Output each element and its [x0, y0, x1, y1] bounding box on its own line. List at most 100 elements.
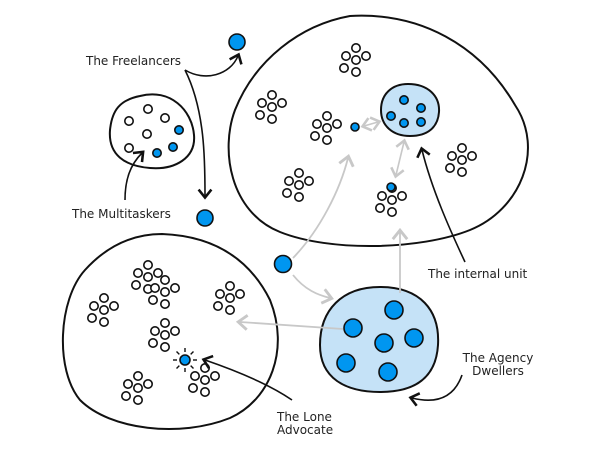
person-dot: [160, 298, 171, 309]
freelancers-arrow-down: [184, 69, 213, 200]
sparkle-ray: [176, 365, 180, 369]
person-dot: [148, 337, 159, 348]
person-dot: [396, 191, 407, 202]
internal-member-dot: [386, 182, 396, 192]
person-dot: [350, 42, 361, 53]
freelancer-dot: [228, 33, 246, 51]
person-dot: [311, 119, 322, 130]
person-dot: [350, 54, 361, 65]
person-dot: [456, 143, 467, 154]
lone-advocate-dot: [179, 354, 191, 366]
person-dot: [170, 325, 181, 336]
sparkle-ray: [190, 365, 194, 369]
person-dot: [121, 390, 132, 401]
label-agency-dwellers: The Agency Dwellers: [458, 352, 538, 378]
person-dot: [303, 176, 314, 187]
person-dot: [87, 312, 98, 323]
gray-arrow-agency-left: [235, 314, 344, 331]
multitasker-dot: [168, 142, 179, 153]
person-dot: [133, 382, 144, 393]
internal-unit-dot: [398, 95, 409, 106]
person-dot: [143, 378, 154, 389]
label-agency-dwellers-line1: The Agency: [462, 351, 534, 365]
lone-advocate-blob: [61, 232, 279, 430]
person-dot: [200, 386, 211, 397]
person-dot: [215, 288, 226, 299]
internal-unit-dot: [415, 103, 426, 114]
sparkle-ray: [190, 351, 194, 355]
person-dot: [446, 151, 457, 162]
person-dot: [160, 341, 171, 352]
freelancers-arrow-up: [184, 52, 243, 77]
person-dot: [133, 370, 144, 381]
person-dot: [143, 104, 154, 115]
label-internal-unit: The internal unit: [428, 267, 528, 281]
person-dot: [109, 300, 120, 311]
person-dot: [321, 111, 332, 122]
multitaskers-arrow: [124, 150, 145, 201]
gray-arrow-bidirectional-h: [360, 116, 382, 132]
internal-unit-dot: [398, 118, 409, 129]
person-dot: [293, 168, 304, 179]
person-dot: [124, 116, 135, 127]
person-dot: [160, 113, 171, 124]
person-dot: [256, 98, 267, 109]
label-lone-advocate-line2: Advocate: [277, 423, 334, 437]
person-dot: [281, 188, 292, 199]
person-dot: [148, 294, 159, 305]
person-dot: [266, 90, 277, 101]
person-dot: [160, 274, 171, 285]
person-dot: [143, 259, 154, 270]
internal-unit-dot: [385, 111, 396, 122]
person-dot: [133, 394, 144, 405]
internal-unit-arrow: [416, 146, 466, 263]
agency-dwellers-arrow: [408, 374, 463, 407]
person-dot: [376, 191, 387, 202]
person-dot: [153, 267, 164, 278]
person-dot: [123, 378, 134, 389]
person-dot: [99, 304, 110, 315]
person-dot: [143, 271, 154, 282]
person-dot: [350, 67, 361, 78]
gray-arrow-to-agency: [292, 274, 334, 305]
person-dot: [456, 155, 467, 166]
person-dot: [386, 207, 397, 218]
agency-dweller-dot: [336, 353, 356, 373]
multitasker-dot: [174, 125, 185, 136]
person-dot: [456, 167, 467, 178]
person-dot: [293, 180, 304, 191]
person-dot: [200, 374, 211, 385]
person-dot: [188, 382, 199, 393]
person-dot: [466, 151, 477, 162]
label-lone-advocate: The Lone Advocate: [277, 411, 333, 437]
agency-dweller-dot: [343, 318, 363, 338]
person-dot: [150, 325, 161, 336]
freelancer-dot: [196, 209, 214, 227]
internal-unit-dot: [415, 117, 426, 128]
person-dot: [225, 304, 236, 315]
person-dot: [210, 370, 221, 381]
label-lone-advocate-line1: The Lone: [277, 410, 332, 424]
person-dot: [124, 143, 135, 154]
person-dot: [190, 370, 201, 381]
person-dot: [225, 292, 236, 303]
person-dot: [360, 50, 371, 61]
person-dot: [338, 62, 349, 73]
person-dot: [133, 267, 144, 278]
multitasker-dot: [152, 148, 163, 159]
agency-dweller-dot: [404, 328, 424, 348]
person-dot: [89, 300, 100, 311]
person-dot: [99, 316, 110, 327]
person-dot: [99, 292, 110, 303]
person-dot: [266, 102, 277, 113]
multitaskers-blob: [108, 93, 196, 170]
person-dot: [266, 114, 277, 125]
person-dot: [255, 110, 266, 121]
person-dot: [160, 286, 171, 297]
agency-dweller-dot: [374, 333, 394, 353]
person-dot: [331, 119, 342, 130]
person-dot: [170, 282, 181, 293]
agency-member-dot: [273, 254, 293, 274]
gray-arrow-to-cluster: [292, 154, 355, 259]
